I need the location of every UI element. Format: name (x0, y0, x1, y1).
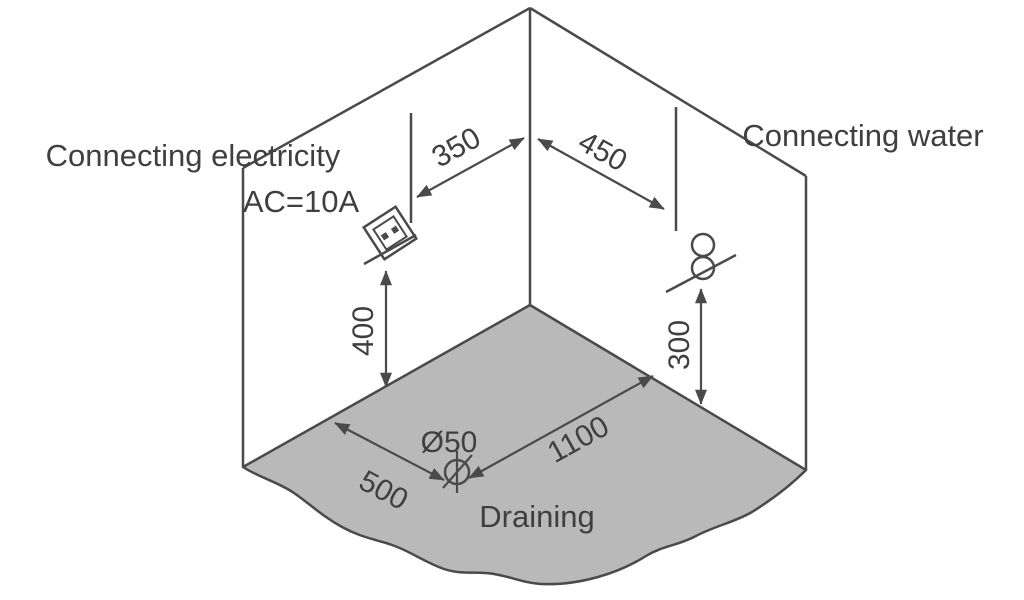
water-connection-icon (665, 232, 737, 294)
dimension-500-arrow (334, 422, 445, 481)
draining-label: Draining (479, 499, 594, 534)
drain-icon (442, 451, 473, 493)
right-wall-top-edge (529, 6, 807, 178)
floor-slab (241, 303, 808, 586)
water-title: Connecting water (742, 118, 983, 153)
dimension-1100-arrow (468, 375, 654, 479)
power-outlet-icon (361, 204, 419, 262)
dimension-350-label: 350 (427, 121, 487, 174)
outlet-base-line (363, 233, 417, 266)
dimension-350-arrow (416, 137, 525, 198)
dimension-450-arrow (537, 138, 665, 210)
left-wall-top-edge (242, 6, 531, 170)
electricity-rating: AC=10A (243, 184, 360, 219)
dimension-450-label: 450 (573, 125, 633, 178)
dimension-300-label: 300 (663, 320, 696, 370)
dimension-400-label: 400 (347, 306, 380, 356)
electricity-title: Connecting electricity (46, 138, 341, 173)
drain-diameter-label: Ø50 (421, 426, 478, 459)
